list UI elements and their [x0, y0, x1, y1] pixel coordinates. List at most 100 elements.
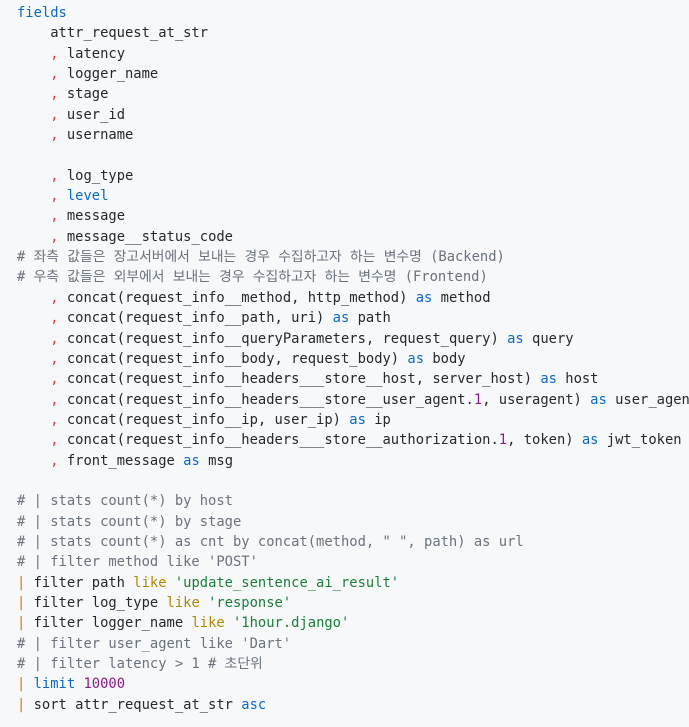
code-line: , user_id	[0, 105, 689, 125]
code-token	[200, 595, 208, 611]
code-token: '1hour.django'	[233, 615, 350, 632]
code-line: , level	[0, 186, 689, 206]
code-token	[59, 188, 67, 204]
code-token: ,	[50, 289, 59, 306]
code-line: , concat(request_info__ip, user_ip) as i…	[0, 410, 689, 430]
code-token: ,	[50, 106, 59, 123]
code-token: 1	[498, 432, 508, 449]
code-token: stage	[58, 86, 109, 103]
code-token: as	[332, 310, 350, 327]
code-token: asc	[241, 696, 267, 713]
code-token: as	[507, 330, 524, 347]
code-token: ,	[50, 391, 59, 408]
code-line	[0, 471, 689, 491]
code-token	[17, 351, 50, 367]
code-token: |	[17, 594, 26, 611]
code-token: filter log_type	[25, 594, 167, 611]
code-token: latency	[58, 45, 125, 62]
code-token: as	[415, 289, 433, 306]
code-token	[167, 575, 175, 591]
code-line: , concat(request_info__queryParameters, …	[0, 329, 689, 349]
code-token: msg	[199, 452, 234, 469]
code-token	[17, 46, 50, 62]
code-token: user_id	[58, 106, 125, 123]
code-token	[17, 107, 50, 123]
code-token: as	[540, 371, 557, 388]
code-line: , latency	[0, 44, 689, 64]
code-token	[17, 432, 50, 448]
code-token: as	[183, 452, 200, 469]
code-token	[17, 208, 50, 224]
code-token: ,	[50, 310, 59, 327]
code-line: # | stats count(*) by host	[0, 491, 689, 511]
code-token	[17, 168, 50, 184]
code-token: query	[523, 330, 574, 347]
code-token: # | stats count(*) by stage	[17, 513, 242, 530]
code-token: level	[66, 188, 109, 205]
code-token: ip	[365, 411, 391, 428]
code-line: , concat(request_info__method, http_meth…	[0, 288, 689, 308]
code-token: ,	[50, 228, 59, 245]
code-token	[25, 676, 33, 692]
code-token: ,	[50, 330, 59, 347]
code-token: path	[349, 310, 391, 327]
code-token: # 우측 값들은 외부에서 보내는 경우 수집하고자 하는 변수명 (Front…	[17, 269, 488, 286]
code-token: 1	[473, 391, 483, 408]
code-token: like	[191, 615, 225, 632]
code-token: filter path	[25, 574, 134, 591]
code-token: front_message	[58, 452, 184, 469]
code-token: concat(request_info__ip, user_ip)	[58, 411, 350, 428]
code-line: | sort attr_request_at_str asc	[0, 695, 689, 715]
code-token: concat(request_info__headers___store__au…	[58, 432, 499, 449]
code-token: 10000	[83, 676, 126, 693]
code-token: as	[581, 432, 599, 449]
code-token	[17, 188, 50, 204]
code-token: ,	[50, 127, 59, 144]
code-token: ,	[50, 86, 59, 103]
code-token: log_type	[58, 167, 134, 184]
code-token: like	[166, 594, 200, 611]
code-token: as	[590, 391, 607, 408]
code-token: ,	[50, 350, 59, 367]
code-token	[17, 331, 50, 347]
code-line: | filter path like 'update_sentence_ai_r…	[0, 573, 689, 593]
code-token: concat(request_info__headers___store__ho…	[58, 371, 541, 388]
code-token: sort attr_request_at_str	[25, 696, 242, 713]
code-token	[17, 66, 50, 82]
code-line: # | filter user_agent like 'Dart'	[0, 634, 689, 654]
code-token: attr_request_at_str	[17, 25, 209, 42]
code-line: # | stats count(*) by stage	[0, 512, 689, 532]
code-token: body	[424, 350, 466, 367]
code-token: # | stats count(*) as cnt by concat(meth…	[17, 533, 524, 550]
code-token	[17, 412, 50, 428]
code-line: attr_request_at_str	[0, 23, 689, 43]
code-token: concat(request_info__headers___store__us…	[58, 391, 474, 408]
code-line: , concat(request_info__headers___store__…	[0, 430, 689, 450]
code-line: , username	[0, 125, 689, 145]
code-token: |	[17, 574, 26, 591]
code-token: ,	[50, 432, 59, 449]
code-token: ,	[50, 45, 59, 62]
code-line: , concat(request_info__body, request_bod…	[0, 349, 689, 369]
code-token: ,	[50, 208, 59, 225]
code-line: # 좌측 값들은 장고서버에서 보내는 경우 수집하고자 하는 변수명 (Bac…	[0, 247, 689, 267]
code-token: message__status_code	[58, 228, 233, 245]
code-line: # | filter latency > 1 # 초단위	[0, 654, 689, 674]
code-token	[17, 86, 50, 102]
code-token	[225, 615, 233, 631]
code-line: , logger_name	[0, 64, 689, 84]
code-token	[17, 453, 50, 469]
code-token: |	[17, 615, 26, 632]
code-token: jwt_token	[598, 432, 682, 449]
code-line: # | filter method like 'POST'	[0, 552, 689, 572]
code-token: filter logger_name	[25, 615, 192, 632]
code-token: ,	[50, 371, 59, 388]
code-token: concat(request_info__body, request_body)	[58, 350, 408, 367]
code-token: logger_name	[58, 66, 159, 83]
code-token	[17, 310, 50, 326]
code-token	[17, 371, 50, 387]
code-line: # 우측 값들은 외부에서 보내는 경우 수집하고자 하는 변수명 (Front…	[0, 267, 689, 287]
code-token: # | filter method like 'POST'	[17, 554, 258, 571]
code-line: , concat(request_info__path, uri) as pat…	[0, 308, 689, 328]
